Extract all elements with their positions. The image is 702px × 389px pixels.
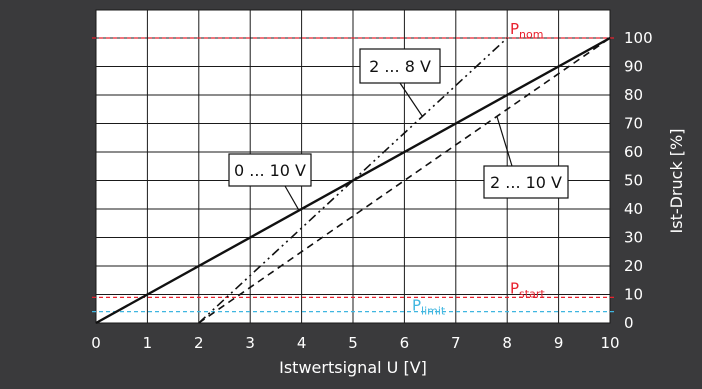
y-tick-label: 40 xyxy=(624,200,643,218)
x-tick-label: 10 xyxy=(600,334,619,352)
x-tick-label: 2 xyxy=(194,334,204,352)
plot-border xyxy=(95,9,611,324)
y-axis-ticks: 0 10 20 30 40 50 60 70 80 90 100 xyxy=(624,29,653,332)
callout-leader-3 xyxy=(496,116,513,167)
callout-leader-1 xyxy=(284,185,300,211)
callout-leader-2 xyxy=(399,82,423,117)
x-axis-label: Istwertsignal U [V] xyxy=(279,358,427,377)
y-tick-label: 0 xyxy=(624,314,634,332)
series-callouts: 0 ... 10 V 2 ... 8 V 2 ... 10 V xyxy=(228,48,569,211)
series-line-3 xyxy=(198,37,508,324)
y-tick-label: 70 xyxy=(624,115,643,133)
series-label-2: 2 ... 10 V xyxy=(490,173,562,192)
y-tick-label: 50 xyxy=(624,172,643,190)
x-tick-label: 1 xyxy=(143,334,153,352)
y-tick-label: 100 xyxy=(624,29,653,47)
x-axis-ticks: 0 1 2 3 4 5 6 7 8 9 10 xyxy=(91,334,619,352)
y-axis-label: Ist-Druck [%] xyxy=(667,129,686,234)
y-tick-label: 60 xyxy=(624,143,643,161)
y-tick-label: 30 xyxy=(624,229,643,247)
y-tick-label: 10 xyxy=(624,286,643,304)
callout-box-3 xyxy=(483,165,569,199)
y-tick-label: 90 xyxy=(624,58,643,76)
x-tick-label: 6 xyxy=(400,334,410,352)
series-line-1 xyxy=(95,36,611,325)
callout-box-2 xyxy=(359,48,441,84)
reference-label-start: Pstart xyxy=(510,279,545,300)
x-tick-label: 3 xyxy=(245,334,255,352)
callout-box-1 xyxy=(228,153,312,187)
y-tick-label: 80 xyxy=(624,86,643,104)
series-lines xyxy=(95,36,611,325)
x-tick-label: 9 xyxy=(554,334,564,352)
reference-label-limit: Plimit xyxy=(412,297,446,318)
y-tick-label: 20 xyxy=(624,257,643,275)
x-tick-label: 7 xyxy=(451,334,461,352)
series-label-1: 0 ... 10 V xyxy=(234,161,306,180)
x-tick-label: 5 xyxy=(348,334,358,352)
x-tick-label: 8 xyxy=(502,334,512,352)
series-label-3: 2 ... 8 V xyxy=(369,57,431,76)
reference-label-nom: Pnom xyxy=(510,20,543,41)
x-tick-label: 0 xyxy=(91,334,101,352)
x-tick-label: 4 xyxy=(297,334,307,352)
